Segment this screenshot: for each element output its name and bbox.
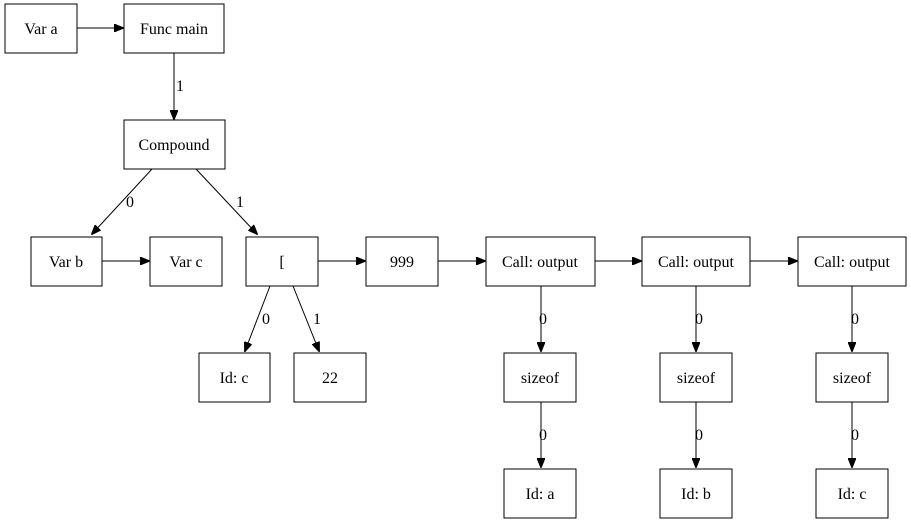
edge-label-compound-varb: 0 [126,194,134,211]
node-999[interactable]: 999 [365,236,439,287]
node-label: Call: output [502,254,579,271]
edge-label-funcmain-compound: 1 [176,78,184,95]
node-func-main[interactable]: Func main [123,3,225,54]
edge-label-sizeof3-idc: 0 [851,427,859,444]
edge-compound-bracket [195,168,257,234]
node-label: 999 [390,254,414,271]
node-label: Id: b [681,486,711,503]
node-label: Compound [138,137,209,154]
node-label: Call: output [658,254,735,271]
node-label: sizeof [833,370,872,387]
node-label: Func main [140,21,208,38]
node-label: sizeof [521,370,560,387]
edge-bracket-idc [245,285,271,351]
edge-label-call1-sizeof1: 0 [539,311,547,328]
node-label: 22 [322,370,338,387]
node-label: [ [279,254,284,271]
node-compound[interactable]: Compound [123,119,226,170]
node-call-output-3[interactable]: Call: output [797,236,907,287]
edge-label-sizeof2-idb: 0 [695,427,703,444]
nodes: Var a Func main Compound Var b Var c [ 9… [4,3,907,519]
node-sizeof-3[interactable]: sizeof [815,352,889,403]
edge-label-bracket-22: 1 [313,311,321,328]
node-id-a[interactable]: Id: a [503,468,577,519]
edge-label-call2-sizeof2: 0 [695,311,703,328]
edge-bracket-22 [292,285,319,351]
edges [77,28,852,467]
node-id-c-2[interactable]: Id: c [815,468,889,519]
node-id-c-1[interactable]: Id: c [198,352,271,403]
node-var-c[interactable]: Var c [149,236,223,287]
node-label: Var b [49,254,83,271]
node-call-output-1[interactable]: Call: output [485,236,596,287]
edge-label-call3-sizeof3: 0 [851,311,859,328]
edge-label-bracket-idc: 0 [262,311,270,328]
node-label: Id: c [838,486,867,503]
node-bracket[interactable]: [ [245,236,319,287]
node-label: sizeof [677,370,716,387]
node-call-output-2[interactable]: Call: output [641,236,751,287]
node-var-b[interactable]: Var b [30,236,103,287]
edge-label-compound-bracket: 1 [236,194,244,211]
node-label: Var a [24,21,57,38]
node-label: Id: a [526,486,555,503]
node-sizeof-1[interactable]: sizeof [503,352,577,403]
node-sizeof-2[interactable]: sizeof [659,352,733,403]
node-22[interactable]: 22 [293,352,367,403]
edge-compound-varb [92,168,153,234]
edge-label-sizeof1-ida: 0 [539,427,547,444]
node-label: Id: c [220,370,249,387]
node-label: Var c [169,254,202,271]
node-var-a[interactable]: Var a [4,3,78,54]
node-id-b[interactable]: Id: b [659,468,733,519]
node-label: Call: output [814,254,891,271]
edge-labels: 1 0 1 0 1 0 0 0 0 0 0 [126,78,859,444]
